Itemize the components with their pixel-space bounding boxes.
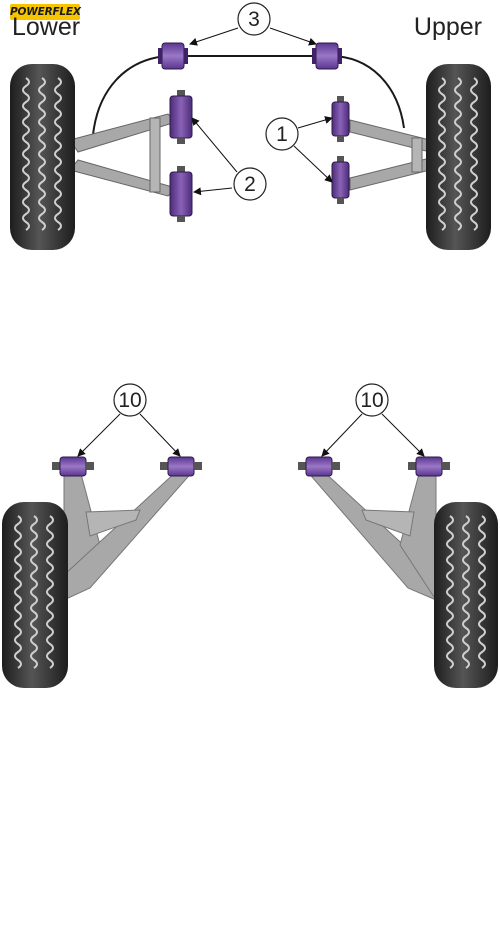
right-upper-wishbone <box>349 119 431 191</box>
callout-10-right-label: 10 <box>360 389 383 412</box>
rear-bush-left-inner <box>52 456 94 477</box>
callout-1: 1 <box>265 116 333 183</box>
callout-2-label: 2 <box>244 173 256 196</box>
callout-2: 2 <box>191 117 267 201</box>
powerflex-logo: POWERFLEX <box>10 4 81 20</box>
upper-arm-bush-rear <box>331 156 350 204</box>
callout-10-right: 10 <box>321 383 425 457</box>
left-lower-wishbone <box>69 113 177 197</box>
lower-arm-bush-rear <box>169 166 193 222</box>
tyre-rear-right <box>434 502 498 688</box>
rear-right-wishbone <box>304 469 437 602</box>
arb-bush-right <box>312 42 342 70</box>
tyre-front-left <box>10 64 75 250</box>
rear-bush-left-outer <box>160 456 202 477</box>
arb-bush-left <box>158 42 188 70</box>
rear-bush-right-inner <box>298 456 340 477</box>
lower-label: Lower <box>12 13 81 41</box>
upper-arm-bush-front <box>331 96 350 142</box>
callout-3-label: 3 <box>248 8 260 31</box>
rear-left-wishbone <box>63 469 196 602</box>
tyre-front-right <box>426 64 491 250</box>
tyre-rear-left <box>2 502 68 688</box>
callout-3: 3 <box>189 2 317 46</box>
anti-roll-bar <box>92 55 405 136</box>
callout-10-left: 10 <box>77 383 181 457</box>
rear-bush-right-outer <box>408 456 450 477</box>
upper-label: Upper <box>413 13 482 41</box>
callout-10-left-label: 10 <box>118 389 141 412</box>
callout-1-label: 1 <box>276 123 288 146</box>
lower-arm-bush-front <box>169 90 193 144</box>
